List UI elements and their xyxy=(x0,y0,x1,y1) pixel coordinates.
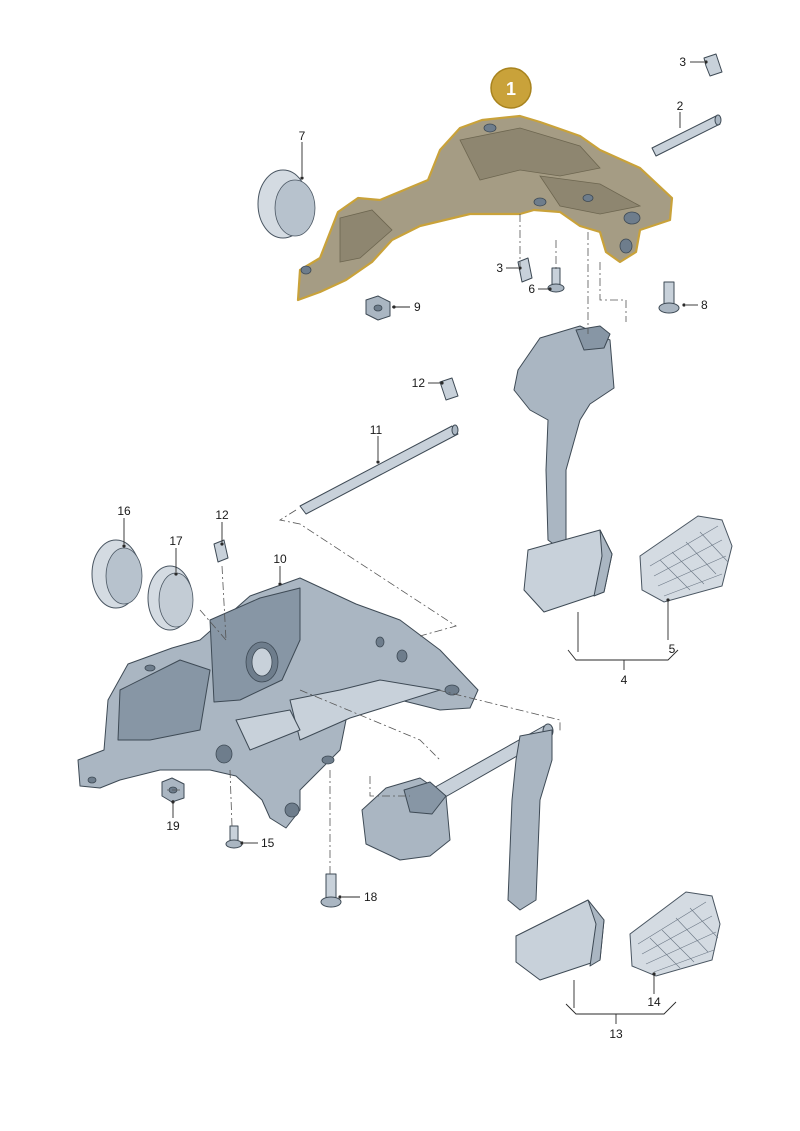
part-3-clip-top[interactable] xyxy=(703,53,723,77)
part-10-lower-bracket[interactable] xyxy=(77,577,479,829)
callout-14: 14 xyxy=(647,995,661,1009)
callout-10: 10 xyxy=(273,552,287,566)
callout-8: 8 xyxy=(701,298,708,312)
part-5-pad-upper[interactable] xyxy=(639,515,733,603)
part-3-clip-lower[interactable] xyxy=(517,257,533,283)
leader-lines xyxy=(123,61,704,1024)
part-17-cap[interactable] xyxy=(147,565,194,631)
assembly-lines xyxy=(164,214,627,874)
part-12-clip-left[interactable] xyxy=(213,539,229,563)
part-7-cap[interactable] xyxy=(257,169,316,239)
callout-labels: 7 2 3 3 6 8 9 12 11 16 17 12 10 5 4 19 1… xyxy=(117,55,708,1041)
callout-5: 5 xyxy=(669,642,676,656)
callout-3-top: 3 xyxy=(679,55,686,69)
part-6-bolt[interactable] xyxy=(547,267,565,293)
callout-9: 9 xyxy=(414,300,421,314)
callout-15: 15 xyxy=(261,836,275,850)
part-4-pedal-upper[interactable] xyxy=(513,325,615,613)
callout-3-lower: 3 xyxy=(496,261,503,275)
part-8-bolt[interactable] xyxy=(658,281,680,314)
callout-11: 11 xyxy=(370,423,383,437)
part-2-pin[interactable] xyxy=(651,114,722,157)
callout-6: 6 xyxy=(528,282,535,296)
part-9-nut[interactable] xyxy=(365,295,391,321)
part-14-pad-lower[interactable] xyxy=(629,891,721,977)
part-16-cap[interactable] xyxy=(91,539,143,609)
part-1-upper-bracket[interactable] xyxy=(296,114,674,302)
number-badge: 1 xyxy=(490,67,532,109)
callout-2: 2 xyxy=(677,99,684,113)
callout-12-top: 12 xyxy=(412,376,426,390)
part-18-bolt[interactable] xyxy=(320,873,342,908)
callout-18: 18 xyxy=(364,890,378,904)
part-11-rod[interactable] xyxy=(299,424,459,515)
callout-16: 16 xyxy=(117,504,131,518)
part-13-pedal-lower[interactable] xyxy=(361,723,605,981)
callout-7: 7 xyxy=(299,129,306,143)
part-15-bolt[interactable] xyxy=(225,825,243,849)
callout-4: 4 xyxy=(621,673,628,687)
callout-13: 13 xyxy=(609,1027,623,1041)
callout-17: 17 xyxy=(169,534,183,548)
callout-12-left: 12 xyxy=(215,508,229,522)
leader-dots xyxy=(122,60,708,976)
callout-19: 19 xyxy=(166,819,180,833)
part-12-clip-top[interactable] xyxy=(439,377,459,401)
badge-number: 1 xyxy=(506,79,516,99)
